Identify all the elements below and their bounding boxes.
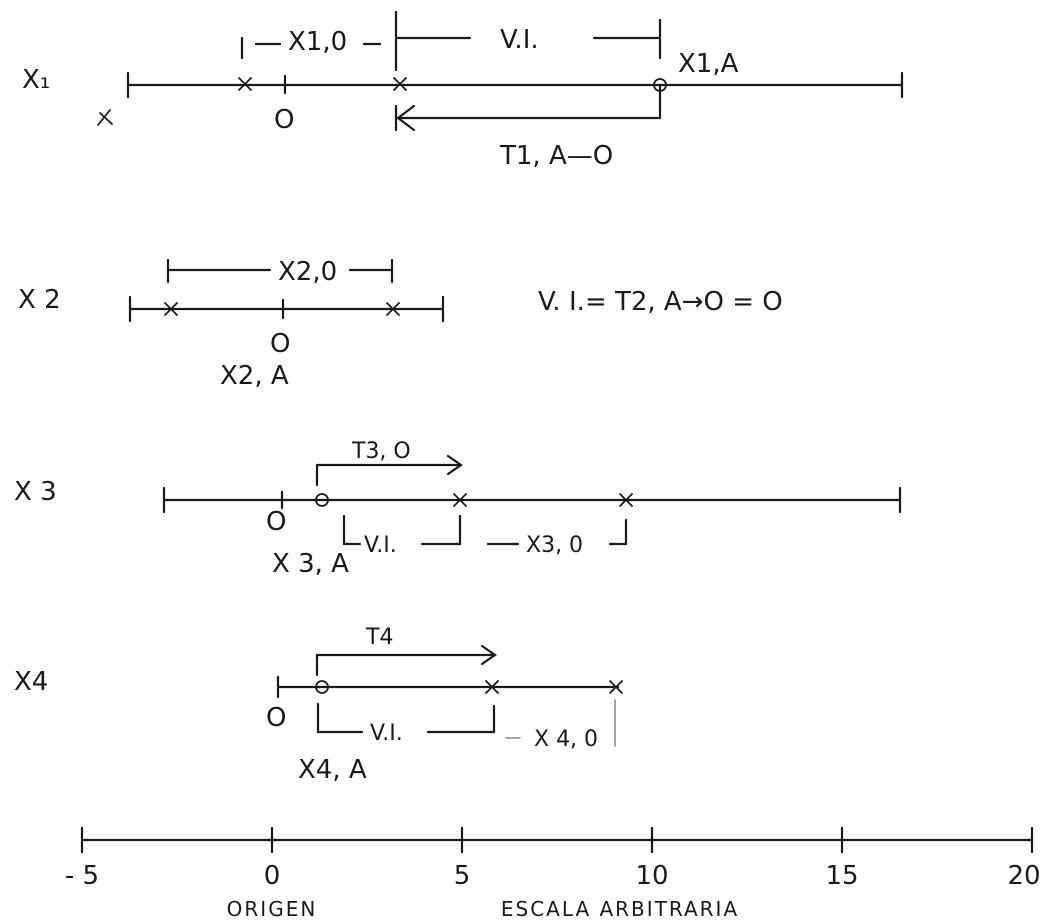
row-x1-mark-left <box>238 77 252 91</box>
row-x4-vi-label: V.I. <box>370 721 403 746</box>
axis-scale-label: ESCALA ARBITRARIA <box>501 897 739 921</box>
row-x2-name: X 2 <box>18 285 61 315</box>
row-x3: X 3 T3, O O X 3, A V.I. X3, 0 <box>14 439 902 579</box>
scribble-mark <box>97 109 113 126</box>
row-x4-name: X4 <box>14 667 48 697</box>
row-x1-name: X₁ <box>22 65 50 95</box>
row-x1-bracket-label-right: V.I. <box>500 25 539 55</box>
row-x4-x0-label: X 4, 0 <box>534 727 598 752</box>
axis-tick-label-4: 15 <box>825 861 858 891</box>
row-x3-mark-x0 <box>619 493 633 507</box>
row-x4-mark-vi <box>485 680 499 694</box>
row-x2-mark-right <box>386 302 400 316</box>
axis-tick-label-1: 0 <box>264 861 281 891</box>
axis-origin-label: ORIGEN <box>227 897 318 921</box>
axis-tick-label-5: 20 <box>1007 861 1040 891</box>
row-x3-arrow-label: T3, O <box>351 439 411 464</box>
row-x2-zero: O <box>270 329 290 359</box>
row-x3-arrow-head <box>446 454 463 476</box>
row-x4-point-a-label: X4, A <box>298 755 367 785</box>
scale-axis: - 5 0 5 10 15 20 ORIGEN ESCALA ARBITRARI… <box>65 826 1041 921</box>
row-x3-zero: O <box>266 507 286 537</box>
row-x4-point-a <box>315 680 329 694</box>
row-x2-equation: V. I.= T2, A→O = O <box>538 287 783 317</box>
axis-tick-label-3: 10 <box>635 861 668 891</box>
row-x4-zero: O <box>266 703 286 733</box>
row-x1-arrow-label: T1, A—O <box>499 141 613 171</box>
row-x3-mark-vi <box>453 493 467 507</box>
axis-tick-label-0: - 5 <box>65 861 99 891</box>
row-x2: X 2 X2,0 O X2, A V. I.= T2, A→O = O <box>18 257 783 391</box>
row-x4-arrow-head <box>480 644 497 666</box>
row-x1-bracket-label-left: X1,0 <box>288 27 347 57</box>
row-x4-arrow-label: T4 <box>365 625 393 650</box>
row-x3-point-a <box>315 493 329 507</box>
axis-tick-label-2: 5 <box>454 861 471 891</box>
row-x1: X₁ O X1,0 V.I. X1,A T1 <box>22 10 904 171</box>
row-x2-bracket-label: X2,0 <box>278 257 337 287</box>
row-x3-point-a-label: X 3, A <box>272 549 349 579</box>
row-x3-name: X 3 <box>14 477 57 507</box>
row-x2-mark-left <box>164 302 178 316</box>
row-x1-point-a-label: X1,A <box>678 49 739 79</box>
row-x2-point-a-label: X2, A <box>220 361 289 391</box>
row-x4-mark-x0 <box>609 680 623 694</box>
row-x1-mark-right <box>393 77 407 91</box>
row-x1-zero: O <box>274 105 294 135</box>
row-x1-arrow-head <box>396 104 416 132</box>
row-x3-vi-label: V.I. <box>364 533 397 558</box>
row-x3-x0-label: X3, 0 <box>526 533 583 558</box>
row-x4: X4 T4 O X4, A V.I. X 4, 0 <box>14 625 623 785</box>
